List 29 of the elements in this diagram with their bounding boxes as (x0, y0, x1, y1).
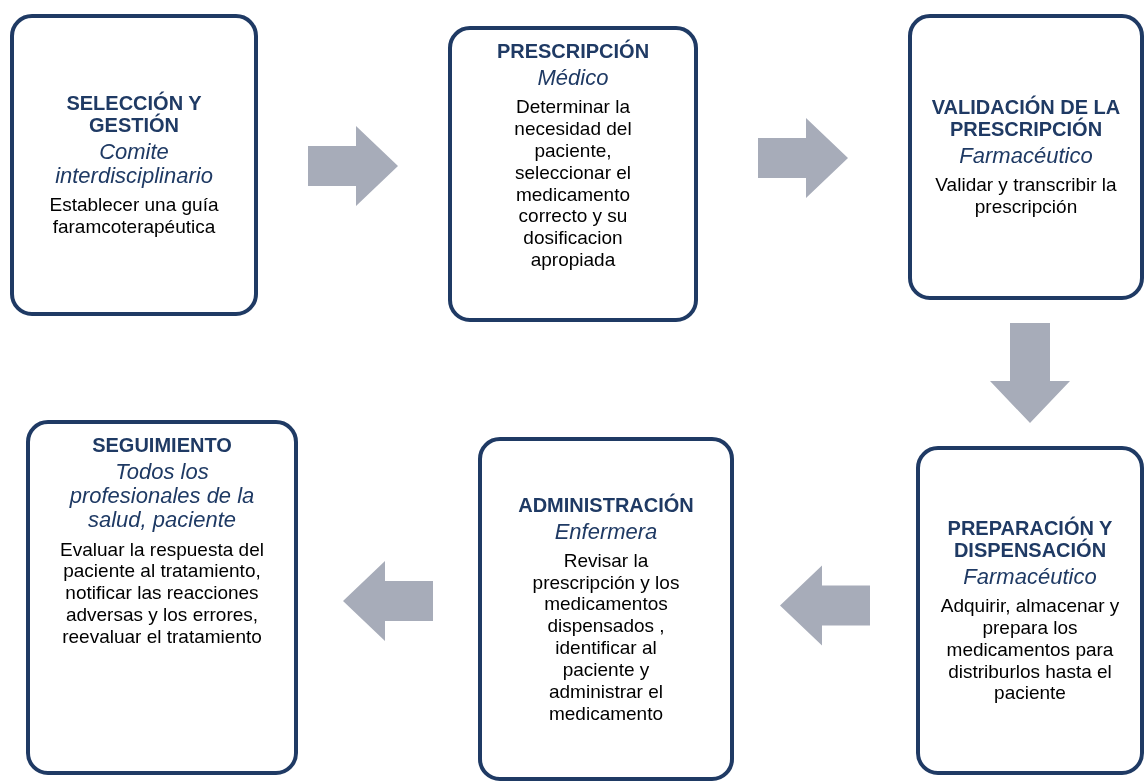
step-description: Determinar la necesidad del paciente, seleccionar el medicamento correcto y su dosificacion apropiada (513, 96, 633, 271)
step-description: Establecer una guía faramcoterapéutica (48, 194, 220, 239)
step-heading: ADMINISTRACIÓN (518, 493, 694, 516)
role-label: Médico (537, 66, 609, 91)
block-arrow (990, 323, 1070, 423)
block-arrow (780, 565, 870, 646)
step-box (478, 437, 734, 781)
block-arrow (308, 126, 398, 206)
step-box (916, 446, 1144, 775)
step-heading: PREPARACIÓN Y DISPENSACIÓN (946, 516, 1114, 561)
role-label: Todos los profesionales de la salud, paciente (68, 460, 256, 533)
step-box (10, 14, 258, 316)
role-label: Farmacéutico (963, 564, 1097, 589)
step-box (908, 14, 1144, 300)
step-description: Evaluar la respuesta del paciente al tratamiento, notificar las reacciones adversas y los errores, reevaluar el tratamiento (59, 538, 265, 648)
step-box (26, 420, 298, 775)
role-label: Farmacéutico (959, 144, 1093, 169)
block-arrow (343, 561, 433, 641)
step-box (448, 26, 698, 322)
step-heading: SELECCIÓN Y GESTIÓN (65, 91, 203, 136)
role-label: Comite interdisciplinario (54, 139, 214, 189)
step-description: Validar y transcribir la prescripción (934, 174, 1118, 218)
step-description: Revisar la prescripción y los medicamentos dispensados , identificar al paciente y administrar el medicamento (531, 549, 681, 725)
step-heading: VALIDACIÓN DE LA PRESCRIPCIÓN (930, 96, 1122, 141)
block-arrow (758, 118, 848, 198)
step-description: Adquirir, almacenar y prepara los medicamentos para distriburlos hasta el paciente (939, 595, 1121, 705)
role-label: Enfermera (554, 519, 658, 544)
step-heading: PRESCRIPCIÓN (496, 40, 650, 62)
step-heading: SEGUIMIENTO (92, 434, 232, 456)
